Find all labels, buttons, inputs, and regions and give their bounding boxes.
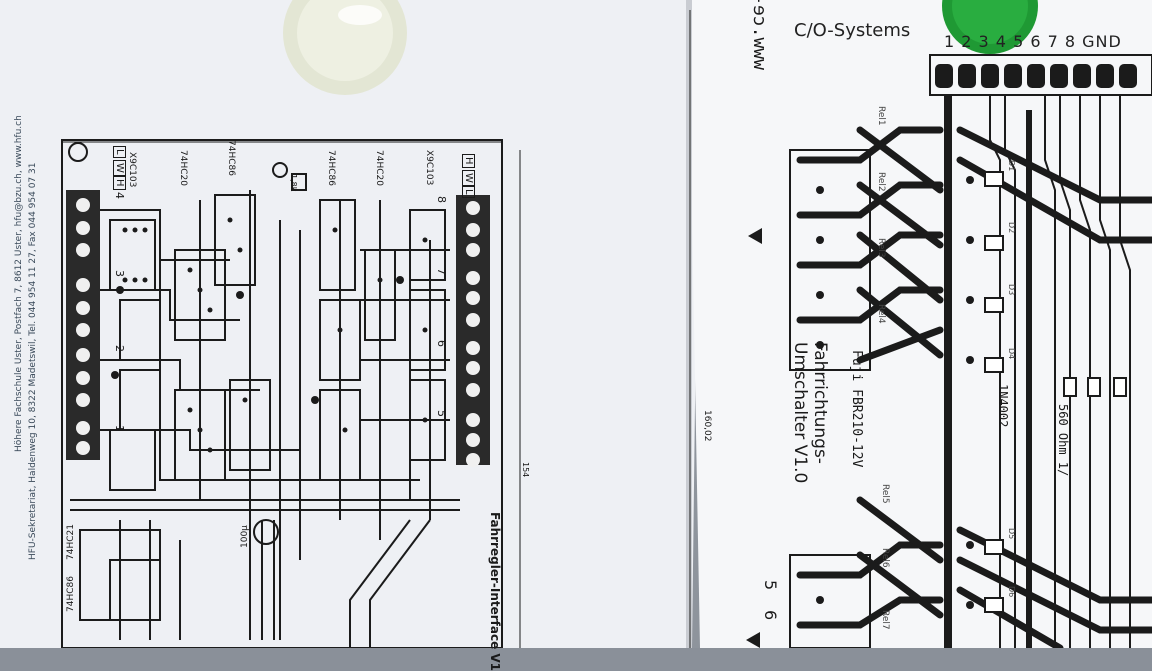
relay-label-1: Rel1 xyxy=(876,106,886,126)
white-magnet xyxy=(283,0,407,95)
connector-letter-h-top: H xyxy=(113,176,126,190)
relay-type-label: Fuji FBR210-12V xyxy=(849,350,864,468)
diode-ref-1: D1 xyxy=(1007,160,1016,172)
pcb-photo xyxy=(0,0,1152,648)
dimension-height: 160,02 xyxy=(702,410,712,442)
terminal-blocks-bottom xyxy=(456,195,490,467)
relay-label-2: Rel2 xyxy=(876,172,886,192)
pin-header-label: 1 2 3 4 5 6 7 8 GND xyxy=(944,32,1122,51)
channel-number-1: 1 xyxy=(113,425,126,432)
chip-label-74hc21: 74HC21 xyxy=(66,524,76,560)
address-line-2: HFU-Sekretariat, Haldenweg 10, 8322 Made… xyxy=(28,162,38,560)
board-title: Fahrregler-Interface V1 xyxy=(488,512,502,671)
relay-label-5: Rel5 xyxy=(880,484,890,504)
relay-label-7: Rel7 xyxy=(880,610,890,630)
connector-letter-w-top: W xyxy=(113,160,126,176)
green-magnet xyxy=(942,0,1038,54)
led xyxy=(68,142,307,191)
diode-label: 1N4002 xyxy=(996,384,1010,428)
chip-label-x9c103-bottom: X9C103 xyxy=(424,150,434,186)
channel-number-2: 2 xyxy=(113,345,126,352)
side-number-6: 6 xyxy=(761,610,780,621)
chip-label-74hc86-a: 74HC86 xyxy=(226,140,236,176)
left-pcb-layout xyxy=(61,10,691,648)
diode-ref-3: D3 xyxy=(1007,284,1016,296)
diode-ref-5: D5 xyxy=(1007,528,1016,540)
chip-label-74hc86-c: 74HC86 xyxy=(66,576,76,612)
chip-label-74hc20-bottom: 74HC20 xyxy=(374,150,384,186)
diode-ref-6: D6 xyxy=(1007,586,1016,598)
side-number-5: 5 xyxy=(761,580,780,591)
connector-letter-h-bottom: H xyxy=(462,154,475,168)
relay-label-3: Rel3 xyxy=(876,238,886,258)
right-pcb-layout xyxy=(746,54,1152,648)
relay-label-6: Rel6 xyxy=(880,548,890,568)
website-mirrored: www.ce-3ka2ls.ch xyxy=(749,0,770,70)
channel-number-7: 7 xyxy=(435,268,448,275)
chip-label-74hc20-top: 74HC20 xyxy=(178,150,188,186)
channel-number-8: 8 xyxy=(435,196,448,203)
left-sheet xyxy=(0,0,700,648)
diode-ref-4: D4 xyxy=(1007,348,1016,360)
relay-label-4: Rel4 xyxy=(876,304,886,324)
chip-label-74hc86-b: 74HC86 xyxy=(326,150,336,186)
title-line-2: Umschalter V1.0 xyxy=(790,342,810,484)
capacitor xyxy=(253,519,279,545)
channel-number-3: 3 xyxy=(113,270,126,277)
chip-label-x9c103-top: X9C103 xyxy=(127,152,137,188)
diode-ref-2: D2 xyxy=(1007,222,1016,234)
connector-letter-l-bottom: L xyxy=(462,186,475,198)
channel-number-6: 6 xyxy=(435,340,448,347)
connector-letter-w-bottom: W xyxy=(462,170,475,186)
connector-letter-l-top: L xyxy=(113,146,126,158)
ic-pads xyxy=(111,217,428,453)
terminal-blocks-top xyxy=(66,190,100,460)
right-sheet xyxy=(688,0,1152,648)
channel-number-5: 5 xyxy=(435,410,448,417)
channel-number-4: 4 xyxy=(113,192,126,199)
brand-label: C/O-Systems xyxy=(794,20,911,41)
title-line-1: Fahrrichtungs- xyxy=(810,342,830,464)
resistor-value-label: 560 Ohm 1/ xyxy=(1056,404,1070,477)
dimension-width: 154 xyxy=(521,462,530,478)
address-line-1: Höhere Fachschule Uster, Postfach 7, 861… xyxy=(14,115,24,452)
resistor-label: 1,8k xyxy=(289,174,298,192)
ic-chips xyxy=(79,194,446,621)
capacitor-label: 100µ xyxy=(240,525,250,548)
